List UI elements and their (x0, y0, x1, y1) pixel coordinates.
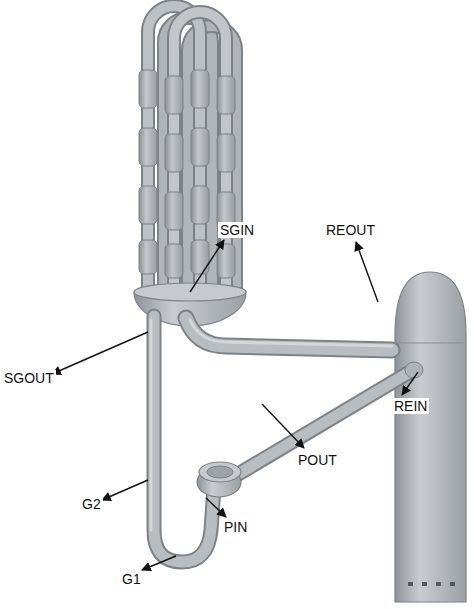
part-label: SGOUT (2, 370, 56, 386)
part-label: REIN (392, 398, 429, 414)
part-label: PIN (222, 519, 249, 535)
part-label: G2 (80, 496, 103, 512)
part-label: SGIN (218, 222, 256, 238)
part-label: POUT (296, 452, 339, 468)
part-label: G1 (120, 571, 143, 587)
part-label: REOUT (324, 222, 377, 238)
